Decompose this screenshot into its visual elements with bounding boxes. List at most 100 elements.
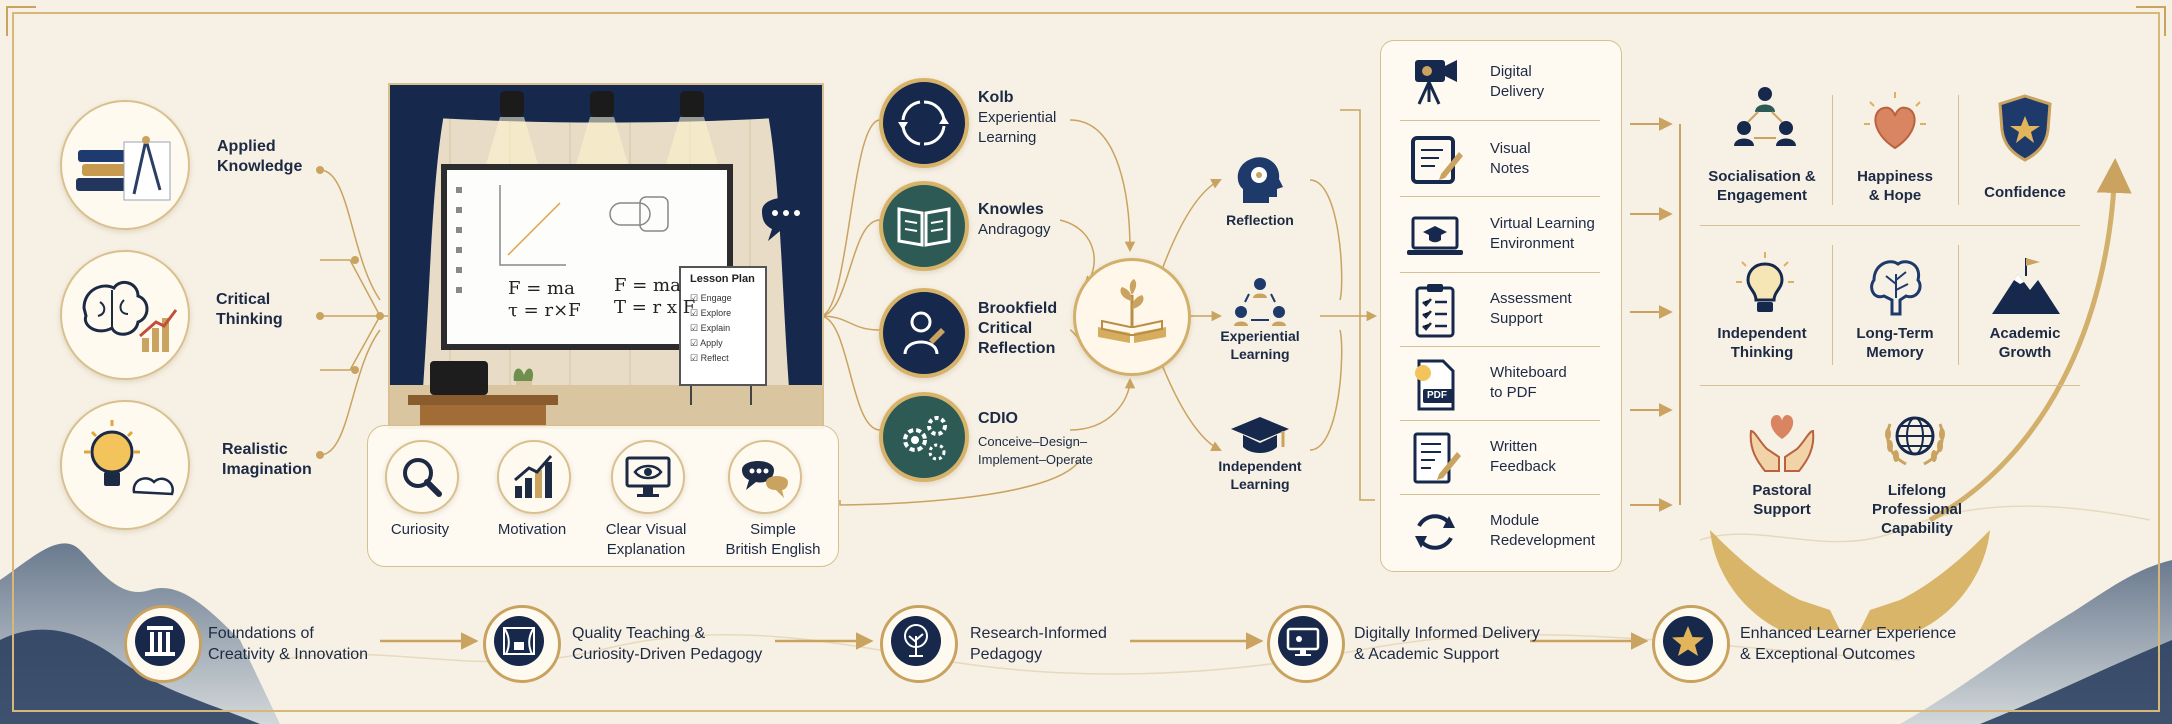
outcome-icon-wrap xyxy=(1878,400,1952,474)
pipeline-label: Quality Teaching & Curiosity-Driven Peda… xyxy=(572,625,763,663)
divider xyxy=(1832,245,1833,365)
graduation-cap-icon xyxy=(1231,417,1289,453)
applied-knowledge-circle xyxy=(60,100,190,230)
divider xyxy=(1400,420,1600,421)
divider xyxy=(1958,245,1959,365)
outcome-icon-wrap xyxy=(1990,90,2060,165)
tree-icon xyxy=(904,624,928,657)
head-bulb-icon xyxy=(1237,157,1283,203)
pipeline-step-circle xyxy=(1267,605,1345,683)
pipeline-label: Digitally Informed Delivery & Academic S… xyxy=(1354,625,1540,663)
mountain-flag-icon xyxy=(1992,258,2060,314)
lightbulb-cloud-icon xyxy=(84,420,174,496)
speech-bubble-icon xyxy=(762,197,810,241)
growth-chart-icon xyxy=(514,455,553,498)
pipeline-label: Enhanced Learner Experience & Exceptiona… xyxy=(1740,625,1957,663)
outcome-label: Socialisation & Engagement xyxy=(1708,168,1816,204)
outcome-icon-wrap xyxy=(1860,250,1930,320)
star-icon xyxy=(1672,626,1704,656)
learning-mode-label: Experiential Learning xyxy=(1220,328,1300,362)
decorative-frame xyxy=(12,12,2160,712)
digital-label: Written Feedback xyxy=(1490,438,1556,476)
magnifier-icon xyxy=(403,458,442,497)
model-title: Knowles xyxy=(978,201,1044,218)
lesson-plan-item: ☑ Reflect xyxy=(690,353,729,363)
outcome-label: Happiness & Hope xyxy=(1857,168,1933,204)
model-subtitle: Critical Reflection xyxy=(978,320,1056,357)
pipeline-step-circle xyxy=(880,605,958,683)
frame-corner xyxy=(2136,6,2166,36)
outcome-icon-wrap xyxy=(1860,88,1930,158)
refresh-arrows-icon xyxy=(1415,514,1455,550)
monitor-icon xyxy=(1286,627,1320,656)
lesson-plan-title: Lesson Plan xyxy=(690,273,755,285)
divider xyxy=(1832,95,1833,205)
digital-icon-wrap xyxy=(1405,208,1465,268)
outcome-icon-wrap xyxy=(1730,250,1800,320)
model-circle-brookfield xyxy=(879,288,969,378)
clipboard-check-icon xyxy=(1415,284,1455,338)
open-book-icon xyxy=(897,207,951,247)
curtain-right xyxy=(762,85,822,427)
digital-icon-wrap xyxy=(1405,50,1465,110)
pipeline-label: Foundations of Creativity & Innovation xyxy=(208,625,369,663)
model-title: CDIO xyxy=(978,410,1018,427)
model-title: Brookfield xyxy=(978,300,1058,317)
digital-icon-wrap xyxy=(1405,428,1465,488)
learning-mode-label: Reflection xyxy=(1226,212,1294,228)
formula: T = r x F xyxy=(614,297,696,318)
books-compass-icon xyxy=(76,136,171,201)
pipeline-label: Research-Informed Pedagogy xyxy=(970,625,1107,663)
foundation-label: Realistic Imagination xyxy=(222,441,312,478)
model-circle-kolb xyxy=(879,78,969,168)
stage-icon xyxy=(503,627,535,655)
digital-label: Virtual Learning Environment xyxy=(1490,215,1595,253)
speech-bubbles-icon xyxy=(742,461,788,498)
foundation-label: Critical Thinking xyxy=(216,291,283,328)
person-reflect-icon xyxy=(903,311,945,355)
lesson-plan-item: ☑ Engage xyxy=(690,293,732,303)
growth-arrow xyxy=(1928,158,2132,523)
classroom-illustration: F = ma τ = r×F F = ma T = r x F Lesson P… xyxy=(388,83,824,429)
critical-thinking-circle xyxy=(60,250,190,380)
lesson-plan-item: ☑ Explore xyxy=(690,308,732,318)
pdf-text: PDF xyxy=(1427,390,1447,401)
outcome-icon-wrap xyxy=(1730,80,1800,160)
divider xyxy=(1700,385,2080,386)
foundation-label: Applied Knowledge xyxy=(217,138,303,175)
model-subtitle: Andragogy xyxy=(978,221,1051,238)
model-circle-cdio xyxy=(879,392,969,482)
outcome-label: Long-Term Memory xyxy=(1856,325,1934,361)
divider xyxy=(1400,494,1600,495)
quality-circle xyxy=(728,440,802,514)
pipeline-step-inner xyxy=(1278,616,1328,666)
digital-panel xyxy=(1380,40,1622,572)
shield-star-icon xyxy=(1998,94,2052,162)
digital-label: Module Redevelopment xyxy=(1490,512,1596,550)
quality-circle xyxy=(611,440,685,514)
heart-icon xyxy=(1864,92,1926,150)
model-title: Kolb xyxy=(978,89,1014,106)
globe-laurel-icon xyxy=(1885,416,1945,466)
learning-mode-icon-wrap xyxy=(1225,145,1295,215)
lesson-plan-list: ☑ Engage ☑ Explore ☑ Explain ☑ Apply ☑ R… xyxy=(690,291,732,366)
outcome-label: Pastoral Support xyxy=(1752,482,1812,518)
pdf-file-icon xyxy=(1415,359,1455,411)
book-sprout-icon xyxy=(1098,279,1166,343)
lesson-plan-board xyxy=(679,266,767,386)
monitor-eye-icon xyxy=(625,456,671,497)
divider xyxy=(1400,346,1600,347)
digital-label: Assessment Support xyxy=(1490,290,1572,328)
quality-label: Simple British English xyxy=(725,521,821,559)
model-subtitle: Conceive–Design– Implement–Operate xyxy=(978,434,1093,467)
classroom-scene xyxy=(390,85,822,427)
divider xyxy=(1700,225,2080,226)
pipeline-step-circle xyxy=(1652,605,1730,683)
formula: F = ma xyxy=(508,278,575,299)
lesson-plan-item: ☑ Apply xyxy=(690,338,723,348)
people-cycle-icon xyxy=(1234,278,1286,326)
digital-icon-wrap xyxy=(1405,130,1465,190)
pipeline-step-circle xyxy=(124,605,202,683)
formula: τ = r×F xyxy=(508,300,581,321)
